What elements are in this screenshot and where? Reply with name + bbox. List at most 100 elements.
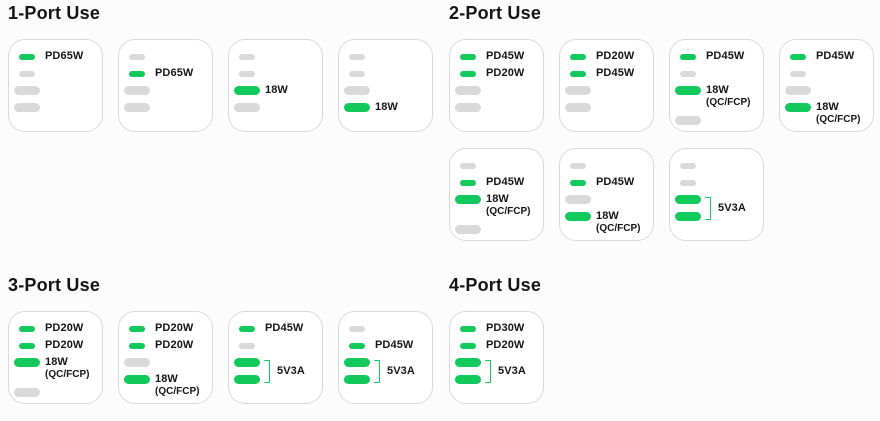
usb-a-port-indicator xyxy=(234,103,260,112)
usb-a-port-indicator xyxy=(785,103,811,112)
port-label-stack: 18W(QC/FCP) xyxy=(816,99,860,126)
usb-c-port-indicator xyxy=(570,179,586,186)
port-pill-slot xyxy=(124,99,150,116)
port-row: PD45W xyxy=(675,48,760,65)
usb-a-port-indicator xyxy=(455,86,481,95)
usb-a-port-indicator xyxy=(675,195,701,204)
port-power-label: PD45W xyxy=(265,322,304,334)
usb-c-port-indicator xyxy=(570,53,586,60)
port-row: PD20W xyxy=(124,320,209,337)
usb-a-port-indicator xyxy=(675,212,701,221)
port-row xyxy=(234,48,319,65)
port-row: PD45W xyxy=(234,320,319,337)
usb-c-port-indicator xyxy=(239,53,255,60)
combined-port-pills xyxy=(234,358,260,384)
port-label-stack: PD20W xyxy=(486,67,524,80)
port-pill-slot xyxy=(14,99,40,116)
port-row xyxy=(565,191,650,208)
port-row xyxy=(344,65,429,82)
combined-power-label: 5V3A xyxy=(498,364,526,377)
section-title: 3-Port Use xyxy=(8,275,101,295)
port-label-stack: 18W(QC/FCP) xyxy=(706,82,750,109)
port-power-label: PD20W xyxy=(155,322,194,334)
port-pill-slot xyxy=(675,48,701,65)
combined-port-pills xyxy=(455,358,481,384)
charger-card: PD30W PD20W 5V3A xyxy=(449,311,544,404)
port-label-stack: 18W xyxy=(265,84,288,97)
port-label-stack: PD20W xyxy=(596,50,634,63)
port-pill-slot xyxy=(344,320,370,337)
usb-c-port-indicator xyxy=(460,325,476,332)
port-power-label: 18W xyxy=(155,373,178,385)
combined-ports-group: 5V3A xyxy=(344,354,429,388)
usb-c-port-indicator xyxy=(129,70,145,77)
port-pill-slot xyxy=(455,157,481,174)
port-pill-slot xyxy=(14,65,40,82)
port-row xyxy=(675,157,760,174)
port-row xyxy=(344,320,429,337)
port-label-stack: PD65W xyxy=(45,50,83,63)
usb-c-port-indicator xyxy=(570,162,586,169)
port-power-label: PD45W xyxy=(706,50,745,62)
port-row xyxy=(124,99,209,116)
port-row xyxy=(124,48,209,65)
port-pill-slot xyxy=(124,82,150,99)
port-label-stack: PD20W xyxy=(155,339,193,352)
usb-a-port-indicator xyxy=(14,103,40,112)
section-title: 4-Port Use xyxy=(449,275,542,295)
usb-c-port-indicator xyxy=(460,53,476,60)
port-pill-slot xyxy=(124,371,150,388)
port-label-stack: PD30W xyxy=(486,322,524,335)
port-pill-slot xyxy=(455,320,481,337)
port-row: PD65W xyxy=(124,65,209,82)
charger-card: 5V3A xyxy=(669,148,764,241)
port-row: 18W xyxy=(234,82,319,99)
port-pill-slot xyxy=(124,354,150,371)
port-row xyxy=(14,65,99,82)
usb-c-port-indicator xyxy=(129,325,145,332)
usb-a-port-indicator xyxy=(14,86,40,95)
usb-c-port-indicator xyxy=(19,53,35,60)
usb-c-port-indicator xyxy=(460,70,476,77)
port-label-stack: PD20W xyxy=(155,322,193,335)
usb-a-port-indicator xyxy=(124,86,150,95)
port-label-stack: PD65W xyxy=(155,67,193,80)
port-pill-slot xyxy=(344,65,370,82)
port-row: 18W(QC/FCP) xyxy=(124,371,209,401)
combined-ports-bracket-icon xyxy=(264,359,270,383)
usb-a-port-indicator xyxy=(455,195,481,204)
usb-c-port-indicator xyxy=(460,342,476,349)
port-row: PD20W xyxy=(455,65,540,82)
usb-c-port-indicator xyxy=(19,325,35,332)
port-row: PD20W xyxy=(455,337,540,354)
usb-c-port-indicator xyxy=(19,342,35,349)
charger-card: 18W xyxy=(338,39,433,132)
port-row: PD45W xyxy=(565,174,650,191)
port-label-stack: PD20W xyxy=(45,339,83,352)
port-pill-slot xyxy=(14,354,40,371)
port-power-label: PD65W xyxy=(155,67,194,79)
port-row: 18W(QC/FCP) xyxy=(565,208,650,238)
port-row: PD45W xyxy=(455,174,540,191)
port-protocol-label: (QC/FCP) xyxy=(706,97,751,108)
port-pill-slot xyxy=(785,65,811,82)
section-title: 2-Port Use xyxy=(449,3,542,23)
port-row xyxy=(234,65,319,82)
port-row xyxy=(344,82,429,99)
port-row xyxy=(344,48,429,65)
usb-c-port-indicator xyxy=(129,53,145,60)
usb-c-port-indicator xyxy=(349,342,365,349)
port-power-label: PD20W xyxy=(45,339,84,351)
port-pill-slot xyxy=(565,65,591,82)
port-power-label: 18W xyxy=(486,193,509,205)
port-power-label: PD45W xyxy=(816,50,855,62)
usb-a-port-indicator xyxy=(344,103,370,112)
usb-c-port-indicator xyxy=(460,162,476,169)
port-pill-slot xyxy=(785,99,811,116)
usb-c-port-indicator xyxy=(680,70,696,77)
